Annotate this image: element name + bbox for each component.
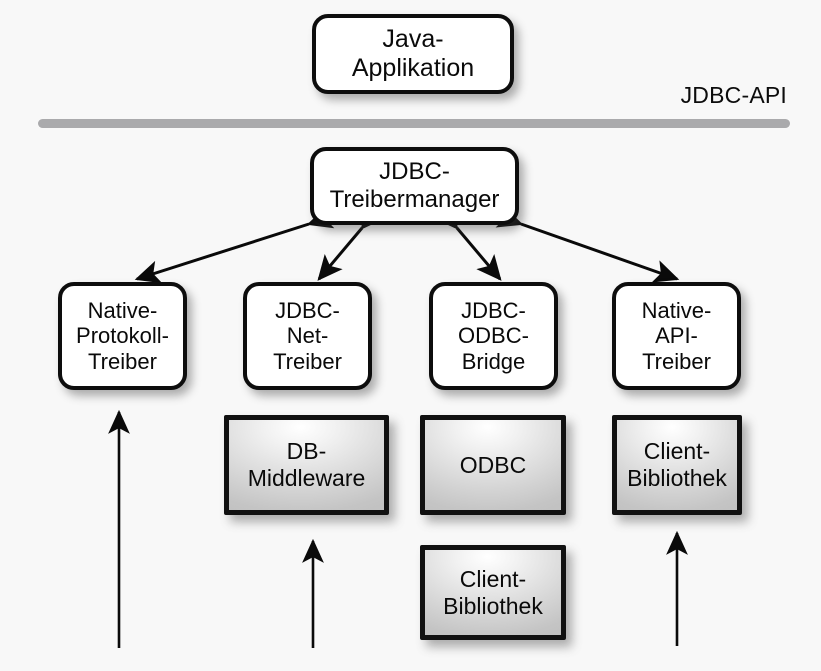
node-native-protokoll-treiber[interactable]: Native- Protokoll- Treiber (58, 282, 187, 390)
node-label: ODBC (459, 451, 527, 478)
node-db-middleware[interactable]: DB- Middleware (224, 415, 389, 515)
node-jdbc-odbc-bridge[interactable]: JDBC- ODBC- Bridge (429, 282, 558, 390)
manager-to-jdbc-odbc-bridge (433, 203, 502, 281)
node-client-bibliothek-right[interactable]: Client- Bibliothek (612, 415, 742, 515)
node-odbc[interactable]: ODBC (420, 415, 566, 515)
node-label: Native- Protokoll- Treiber (76, 297, 169, 374)
node-client-bibliothek-center[interactable]: Client- Bibliothek (420, 545, 566, 640)
manager-to-jdbc-net-treiber (317, 203, 386, 281)
node-label: Client- Bibliothek (627, 438, 727, 491)
jdbc-api-label: JDBC-API (680, 82, 787, 108)
node-label: DB- Middleware (247, 438, 366, 491)
node-label: JDBC- Net- Treiber (273, 297, 342, 374)
node-jdbc-net-treiber[interactable]: JDBC- Net- Treiber (243, 282, 372, 390)
node-label: Java- Applikation (351, 25, 475, 82)
node-label: JDBC- ODBC- Bridge (458, 297, 529, 374)
manager-to-native-api-treiber (495, 205, 680, 283)
node-label: Client- Bibliothek (443, 565, 543, 619)
node-java-applikation[interactable]: Java- Applikation (312, 14, 514, 94)
jdbc-api-separator-bar (38, 119, 790, 128)
node-jdbc-treibermanager[interactable]: JDBC- Treibermanager (310, 147, 519, 225)
node-label: JDBC- Treibermanager (329, 158, 500, 213)
manager-to-native-protokoll-treiber (134, 205, 335, 284)
node-native-api-treiber[interactable]: Native- API- Treiber (612, 282, 741, 390)
node-label: Native- API- Treiber (641, 297, 712, 374)
